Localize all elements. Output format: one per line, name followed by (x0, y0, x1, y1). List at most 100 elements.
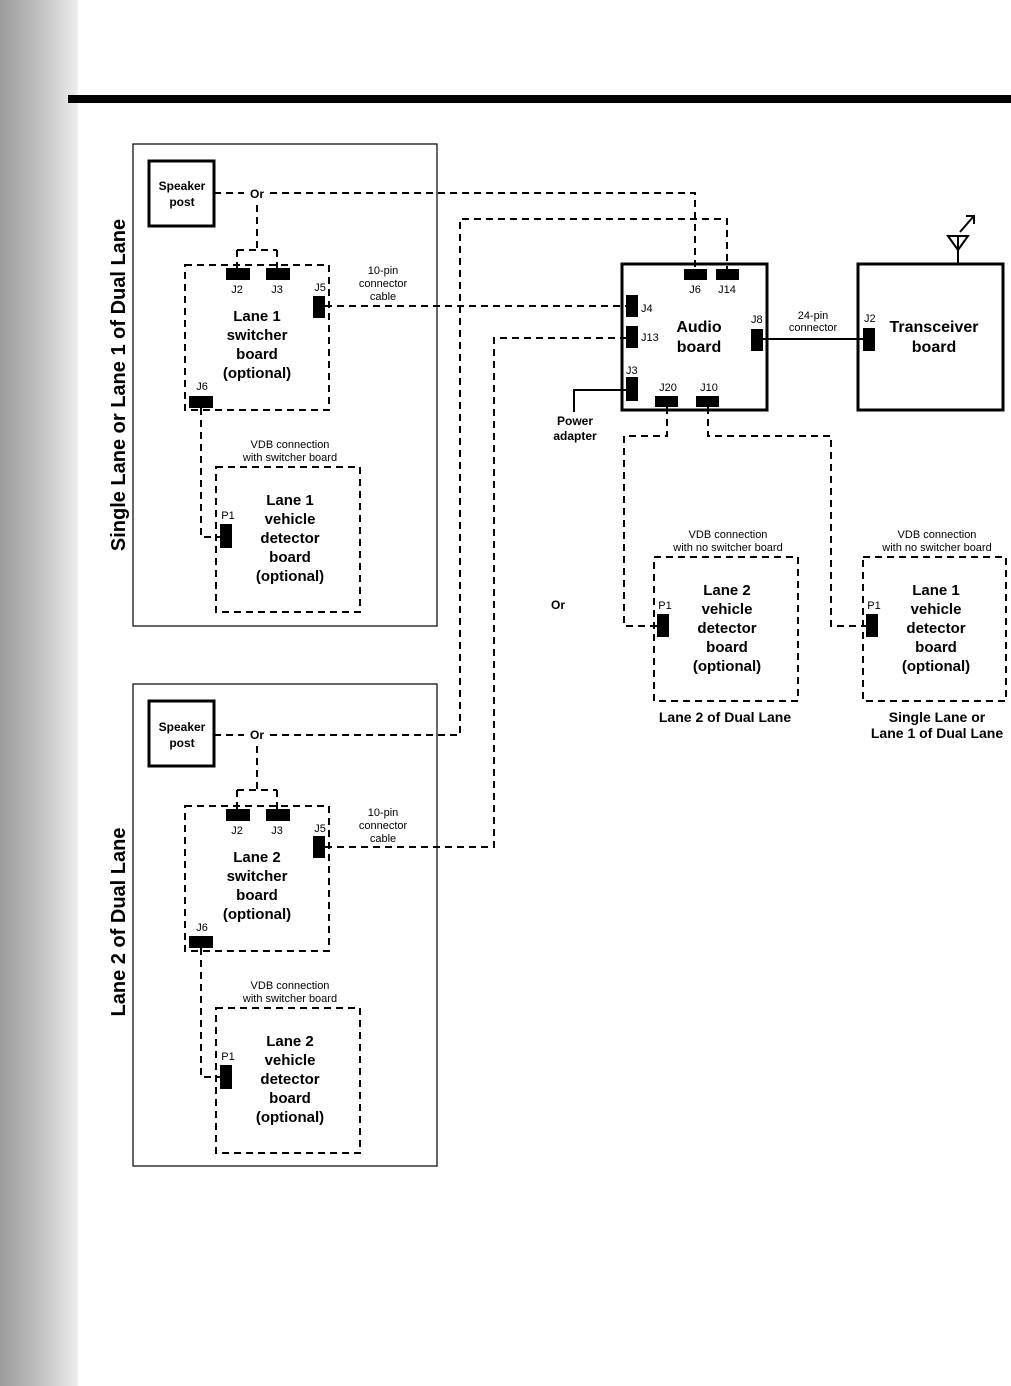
label-j3: J3 (271, 825, 283, 837)
vehicle-detector-label: vehicle (265, 1052, 316, 1069)
switcher-board-label: board (236, 346, 278, 363)
vehicle-detector-label: vehicle (911, 601, 962, 618)
switcher-board-label: Lane 1 (233, 308, 281, 325)
label-j13: J13 (641, 332, 659, 344)
vehicle-detector-label: (optional) (256, 568, 324, 585)
vehicle-detector-label: (optional) (902, 658, 970, 675)
label-p1: P1 (221, 1051, 234, 1063)
label-j10: J10 (700, 382, 718, 394)
switcher-board-label: switcher (227, 868, 288, 885)
panel-lane2: Speaker post Or J2 J3 J5 J6 Lane 2 switc… (132, 683, 438, 1167)
cable-label: connector (359, 278, 408, 290)
link-24-pin-label: connector (789, 322, 838, 334)
connector-j13 (626, 326, 638, 348)
vdb-connection-label: with switcher board (242, 993, 337, 1005)
panel-lane2-frame (132, 683, 438, 1167)
connector-j4 (626, 295, 638, 317)
connector-p1 (220, 1065, 232, 1089)
cable-label: 10-pin (368, 807, 399, 819)
side-label-top: Single Lane or Lane 1 of Dual Lane (108, 219, 130, 551)
page-side-bar (0, 0, 78, 1386)
caption: Lane 2 of Dual Lane (659, 709, 791, 725)
vehicle-detector-label: board (269, 549, 311, 566)
label-j3: J3 (271, 284, 283, 296)
vehicle-detector-label: Lane 2 (703, 582, 751, 599)
vehicle-detector-label: vehicle (265, 511, 316, 528)
vdb-connection-label: with no switcher board (881, 542, 991, 554)
caption: Single Lane or (889, 709, 986, 725)
power-adapter-label: adapter (553, 429, 597, 443)
label-p1: P1 (221, 510, 234, 522)
side-label-bottom: Lane 2 of Dual Lane (108, 828, 130, 1017)
audio-board-label: board (677, 339, 721, 356)
label-j2: J2 (231, 825, 243, 837)
connector-j2 (226, 809, 250, 821)
label-j3: J3 (626, 365, 638, 377)
label-j6: J6 (196, 381, 208, 393)
speaker-post-label: post (169, 195, 194, 209)
label-j5: J5 (314, 282, 326, 294)
connector-j5 (313, 836, 325, 858)
vehicle-detector-box (215, 1007, 361, 1154)
connector-j6 (189, 936, 213, 948)
vdb-connection-label: with switcher board (242, 452, 337, 464)
panel-lane1-frame (132, 143, 438, 627)
transceiver-board: J2 Transceiver board (856, 215, 1005, 412)
connector-j14 (716, 269, 739, 280)
speaker-post-box (147, 159, 216, 228)
label-j2: J2 (864, 313, 876, 325)
link-24-pin-label: 24-pin (798, 310, 829, 322)
label-j4: J4 (641, 303, 653, 315)
dashed-wiring (214, 192, 866, 848)
switcher-board-label: (optional) (223, 906, 291, 923)
label-j6: J6 (689, 284, 701, 296)
vehicle-detector-label: detector (260, 1071, 319, 1088)
connector-j3 (266, 268, 290, 280)
vehicle-detector-label: detector (906, 620, 965, 637)
right-vdb-lane2: VDB connection with no switcher board P1… (653, 529, 799, 725)
speaker-post-box (147, 699, 216, 768)
speaker-post-label: Speaker (159, 179, 206, 193)
power-adapter-lead (573, 389, 626, 412)
cable-label: connector (359, 820, 408, 832)
vehicle-detector-label: detector (697, 620, 756, 637)
switcher-board-label: switcher (227, 327, 288, 344)
connector-j8 (751, 329, 763, 351)
label-j20: J20 (659, 382, 677, 394)
cable-label: cable (370, 833, 396, 845)
connector-j5 (313, 296, 325, 318)
vehicle-detector-label: board (706, 639, 748, 656)
transceiver-board-label: Transceiver (890, 319, 979, 336)
speaker-post-label: Speaker (159, 720, 206, 734)
audio-board: J6 J14 J4 J13 J3 J8 J20 J10 Audio board (620, 262, 769, 412)
caption: Lane 1 of Dual Lane (871, 725, 1003, 741)
vehicle-detector-label: board (915, 639, 957, 656)
vehicle-detector-label: detector (260, 530, 319, 547)
connector-j6 (189, 396, 213, 408)
label-p1: P1 (867, 600, 880, 612)
transceiver-board-label: board (912, 339, 956, 356)
vehicle-detector-label: Lane 1 (266, 492, 314, 509)
vdb-connection-label: VDB connection (898, 529, 977, 541)
label-j6: J6 (196, 922, 208, 934)
connector-j2 (226, 268, 250, 280)
label-j2: J2 (231, 284, 243, 296)
or-label: Or (250, 728, 264, 742)
label-j8: J8 (751, 314, 763, 326)
header-rule (68, 95, 1011, 103)
connector-j10 (696, 396, 719, 407)
label-j14: J14 (718, 284, 736, 296)
vehicle-detector-label: (optional) (256, 1109, 324, 1126)
panel-lane1: Speaker post Or J2 J3 J5 J6 Lane 1 switc… (132, 143, 438, 627)
connector-j2 (863, 328, 875, 351)
right-vdb-lane1: VDB connection with no switcher board P1… (862, 529, 1007, 741)
label-p1: P1 (658, 600, 671, 612)
vehicle-detector-box (215, 466, 361, 613)
switcher-board-label: board (236, 887, 278, 904)
connector-j3 (626, 377, 638, 401)
vdb-connection-label: VDB connection (689, 529, 768, 541)
vehicle-detector-label: (optional) (693, 658, 761, 675)
vehicle-detector-box (653, 556, 799, 702)
connector-j6 (684, 269, 707, 280)
